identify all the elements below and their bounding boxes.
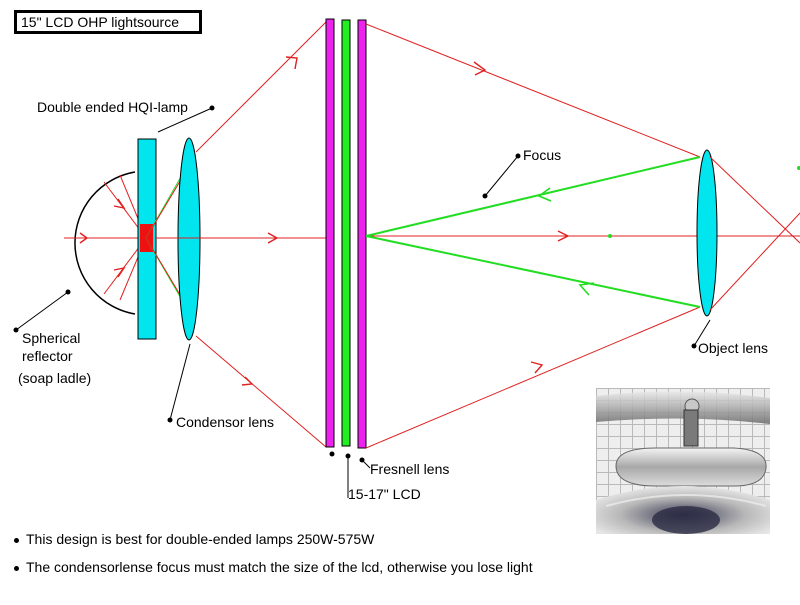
object-lens-label: Object lens [698,340,768,356]
bullet-dot-icon [14,537,19,543]
fresnel-lens-panel [341,19,351,447]
condensor-to-lcd-rays [156,21,327,448]
ray-arrow-mid-right [557,230,570,242]
bullet-item: This design is best for double-ended lam… [14,531,374,547]
lamp-photo [596,388,770,534]
fresnel-label: Fresnell lens [370,461,449,477]
lcd-label: 15-17" LCD [348,486,421,502]
lamp-red-diag-down [145,237,183,299]
condensor-lens [177,137,201,341]
lamp-label: Double ended HQI-lamp [37,99,188,115]
focus-arrow-upper [537,187,552,202]
reflector-arrow-mid [79,232,89,244]
bullet-text: The condensorlense focus must match the … [26,559,533,575]
lamp-photo-illustration [596,391,770,534]
diagram-title: 15" LCD OHP lightsource [14,10,202,34]
ray-arrow-mid-left [267,232,279,244]
bullet-text: This design is best for double-ended lam… [26,531,375,547]
focus-label: Focus [523,147,561,163]
reflector-label-line3: (soap ladle) [18,370,91,386]
panel-leader-lines [347,456,371,498]
bullet-dot-icon [14,565,19,571]
ray-arrow-upper-right [473,61,487,76]
focus-arrow-lower [578,282,595,296]
lcd-to-object-rays [365,23,800,449]
reflector-label-line1: Spherical [22,330,80,346]
ray-arrow-upper-left [285,56,298,70]
lcd-panel-back [357,19,367,449]
leader-lines [15,107,711,421]
spherical-reflector [74,171,136,315]
exit-rays [709,156,800,311]
object-lens [696,149,718,317]
lamp-red-diag-up [145,177,183,239]
exit-green-dot [797,166,800,170]
condensor-label: Condensor lens [176,414,274,430]
ray-arrow-lower-left [241,376,254,386]
reflector-arrow-upper [113,198,126,210]
reflector-rays [64,174,147,301]
ray-arrow-lower-right [530,361,544,374]
reflector-label-line2: reflector [22,348,73,364]
lcd-panel-front [325,18,335,448]
focus-point-dot [608,234,612,238]
bullet-item: The condensorlense focus must match the … [14,559,533,575]
reflector-arrow-lower [113,266,126,278]
focus-green-rays [365,156,701,308]
